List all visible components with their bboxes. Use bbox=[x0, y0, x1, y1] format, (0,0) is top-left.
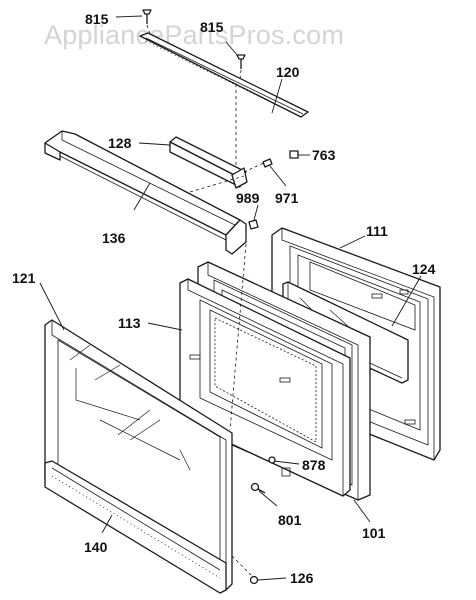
callout-120: 120 bbox=[276, 64, 300, 80]
door-handle-136 bbox=[44, 130, 247, 255]
callout-763: 763 bbox=[312, 147, 336, 163]
handle-support-128 bbox=[169, 136, 248, 189]
screw-801 bbox=[250, 482, 266, 494]
trim-strip-120 bbox=[139, 32, 309, 118]
callout-140: 140 bbox=[84, 539, 108, 555]
callout-128: 128 bbox=[108, 135, 132, 151]
watermark-text: AppliancePartsPros.com bbox=[44, 20, 344, 50]
assembly-axis-126 bbox=[231, 555, 253, 577]
bottom-trim-140 bbox=[44, 460, 227, 594]
callout-815-right: 815 bbox=[200, 19, 224, 35]
callout-801: 801 bbox=[278, 512, 302, 528]
callout-815-left: 815 bbox=[85, 11, 109, 27]
screw-815-right bbox=[236, 54, 246, 69]
callout-136: 136 bbox=[102, 230, 126, 246]
callout-989: 989 bbox=[236, 190, 260, 206]
callout-113: 113 bbox=[118, 315, 141, 331]
screw-815-left bbox=[142, 9, 152, 24]
assembly-axis-handle bbox=[229, 243, 247, 431]
assembly-axis-971 bbox=[243, 159, 271, 173]
callout-121: 121 bbox=[12, 270, 36, 286]
screw-878 bbox=[268, 456, 291, 477]
callout-878: 878 bbox=[302, 457, 326, 473]
bracket-989 bbox=[248, 219, 259, 230]
clip-763 bbox=[289, 150, 299, 159]
pin-971 bbox=[262, 158, 273, 168]
callout-126: 126 bbox=[290, 570, 314, 586]
inner-door-frame-113 bbox=[179, 278, 351, 497]
callout-111: 111 bbox=[366, 223, 388, 239]
callout-971: 971 bbox=[275, 190, 299, 206]
screw-126 bbox=[249, 575, 259, 585]
leader-lines bbox=[39, 15, 422, 581]
callout-101: 101 bbox=[362, 525, 386, 541]
callout-124: 124 bbox=[412, 261, 436, 277]
